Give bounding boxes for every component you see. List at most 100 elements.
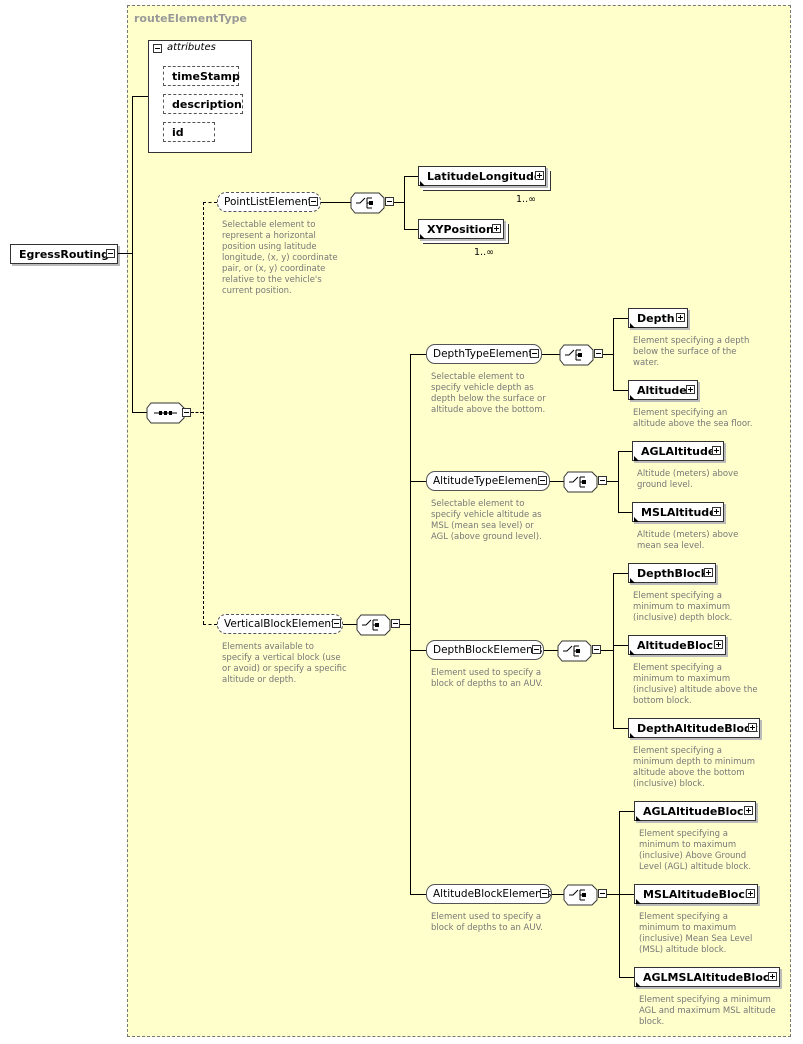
- element-xyposition[interactable]: XYPosition: [418, 219, 504, 239]
- reference-arrow-icon: [630, 578, 635, 583]
- type-title: routeElementType: [134, 12, 247, 25]
- choice-compositor-icon: [559, 344, 594, 366]
- group-altitudetypeelements[interactable]: AltitudeTypeElements: [426, 471, 550, 491]
- depth-description: Element specifying a depth below the sur…: [633, 336, 750, 368]
- collapse-icon[interactable]: [540, 889, 549, 898]
- attribute-timestamp[interactable]: timeStamp: [163, 66, 240, 86]
- connector: [613, 390, 628, 391]
- collapse-attributes-icon[interactable]: [153, 44, 162, 53]
- connector: [400, 624, 410, 625]
- collapse-choice-icon[interactable]: [598, 476, 607, 485]
- group-depthtypeelements[interactable]: DepthTypeElements: [426, 344, 542, 364]
- element-mslaltitudeblock[interactable]: MSLAltitudeBlock: [634, 884, 758, 904]
- element-mslaltitude[interactable]: MSLAltitude: [632, 502, 724, 522]
- connector: [613, 645, 628, 646]
- depthtype-description: Selectable element to specify vehicle de…: [431, 372, 546, 415]
- reference-arrow-icon: [634, 456, 639, 461]
- connector: [613, 728, 628, 729]
- aglaltitudeblock-description: Element specifying a minimum to maximum …: [639, 829, 752, 872]
- connector: [404, 176, 418, 177]
- element-latitudelongitude[interactable]: LatitudeLongitude: [418, 166, 546, 186]
- element-depthblock[interactable]: DepthBlock: [628, 563, 716, 583]
- expand-icon[interactable]: [744, 806, 753, 815]
- altitudeblock-group-description: Element used to specify a block of depth…: [431, 912, 544, 933]
- reference-arrow-icon: [630, 395, 635, 400]
- expand-icon[interactable]: [686, 385, 695, 394]
- altitude-description: Element specifying an altitude above the…: [633, 408, 753, 429]
- collapse-icon[interactable]: [530, 349, 539, 358]
- connector: [550, 481, 564, 482]
- connector: [607, 894, 619, 895]
- altitudeblock-description: Element specifying a minimum to maximum …: [633, 663, 758, 706]
- element-aglaltitudeblock[interactable]: AGLAltitudeBlock: [634, 801, 756, 821]
- connector: [132, 96, 148, 97]
- element-altitude[interactable]: Altitude: [628, 380, 698, 400]
- reference-arrow-icon: [630, 323, 635, 328]
- connector: [118, 253, 132, 254]
- collapse-pointlist-icon[interactable]: [309, 197, 318, 206]
- expand-icon[interactable]: [712, 446, 721, 455]
- expand-icon[interactable]: [535, 171, 544, 180]
- mslaltitude-description: Altitude (meters) above mean sea level.: [637, 530, 739, 551]
- attributes-label: attributes: [167, 42, 216, 53]
- collapse-verticalblock-icon[interactable]: [332, 619, 341, 628]
- reference-arrow-icon: [636, 816, 641, 821]
- choice-compositor-icon: [563, 471, 598, 493]
- expand-icon[interactable]: [748, 723, 757, 732]
- connector: [394, 202, 404, 203]
- cardinality: 1..∞: [516, 194, 536, 205]
- connector: [410, 354, 426, 355]
- connector: [601, 650, 613, 651]
- group-depthblockelements[interactable]: DepthBlockElements: [426, 640, 544, 660]
- collapse-choice-icon[interactable]: [391, 619, 400, 628]
- collapse-sequence-icon[interactable]: [182, 408, 191, 417]
- connector: [410, 354, 411, 894]
- connector: [203, 202, 204, 624]
- collapse-choice-icon[interactable]: [594, 349, 603, 358]
- connector: [410, 650, 426, 651]
- reference-arrow-icon: [420, 181, 425, 186]
- collapse-choice-icon[interactable]: [598, 889, 607, 898]
- expand-icon[interactable]: [492, 224, 501, 233]
- pointlist-description: Selectable element to represent a horizo…: [222, 220, 338, 296]
- reference-arrow-icon: [636, 982, 641, 987]
- collapse-icon[interactable]: [538, 476, 547, 485]
- expand-icon[interactable]: [768, 972, 777, 981]
- element-aglmslaltitudeblock[interactable]: AGLMSLAltitudeBlock: [634, 967, 780, 987]
- aglmslaltitudeblock-description: Element specifying a minimum AGL and max…: [639, 995, 776, 1027]
- connector: [191, 412, 203, 413]
- element-depthaltitudeblock[interactable]: DepthAltitudeBlock: [628, 718, 760, 738]
- depthblock-item-description: Element specifying a minimum to maximum …: [633, 591, 733, 623]
- connector: [613, 573, 628, 574]
- element-aglaltitude[interactable]: AGLAltitude: [632, 441, 724, 461]
- expand-icon[interactable]: [746, 889, 755, 898]
- attribute-id[interactable]: id: [163, 122, 215, 142]
- expand-icon[interactable]: [712, 507, 721, 516]
- choice-compositor-icon: [356, 614, 391, 636]
- collapse-icon[interactable]: [532, 645, 541, 654]
- reference-arrow-icon: [636, 899, 641, 904]
- connector: [404, 176, 405, 229]
- reference-arrow-icon: [630, 650, 635, 655]
- expand-icon[interactable]: [714, 640, 723, 649]
- reference-arrow-icon: [420, 234, 425, 239]
- connector: [619, 811, 634, 812]
- depthblock-description: Element used to specify a block of depth…: [431, 668, 544, 689]
- group-altitudeblockelements[interactable]: AltitudeBlockElements: [426, 884, 552, 904]
- root-element-egressrouting[interactable]: EgressRouting: [10, 244, 118, 264]
- group-pointlistelements[interactable]: PointListElements: [217, 192, 321, 212]
- expand-icon[interactable]: [704, 568, 713, 577]
- connector: [619, 977, 634, 978]
- connector: [613, 573, 614, 728]
- connector: [613, 318, 614, 390]
- collapse-choice-icon[interactable]: [385, 197, 394, 206]
- expand-icon[interactable]: [676, 313, 685, 322]
- connector: [544, 650, 558, 651]
- connector: [404, 229, 418, 230]
- element-depth[interactable]: Depth: [628, 308, 688, 328]
- collapse-choice-icon[interactable]: [592, 645, 601, 654]
- collapse-root-icon[interactable]: [106, 249, 115, 258]
- attribute-description[interactable]: description: [163, 94, 243, 114]
- element-altitudeblock[interactable]: AltitudeBlock: [628, 635, 726, 655]
- group-verticalblockelements[interactable]: VerticalBlockElements: [217, 614, 343, 634]
